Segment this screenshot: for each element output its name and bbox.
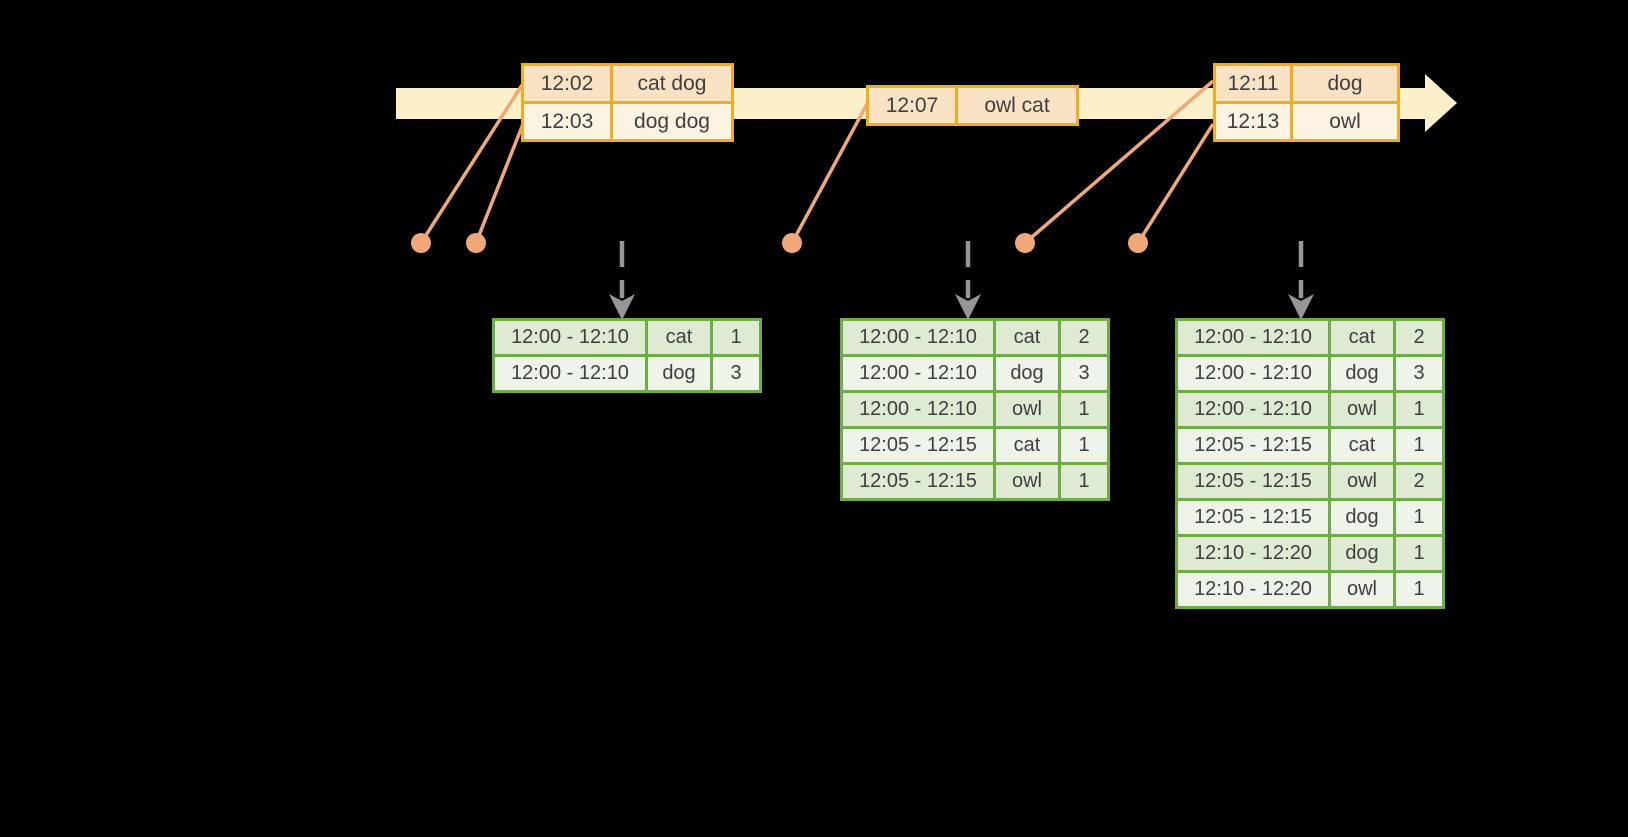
word-cell: cat bbox=[993, 318, 1061, 357]
connector-line bbox=[474, 123, 525, 244]
window-cell: 12:00 - 12:10 bbox=[1175, 354, 1331, 393]
result-row: 12:00 - 12:10 dog 3 bbox=[492, 354, 762, 393]
event-row: 12:11 dog bbox=[1213, 63, 1400, 104]
event-words-cell: dog bbox=[1290, 63, 1400, 104]
event-table-1211: 12:11 dog 12:13 owl bbox=[1213, 63, 1400, 142]
count-cell: 2 bbox=[1393, 318, 1445, 357]
event-words-cell: owl cat bbox=[955, 85, 1079, 126]
word-cell: dog bbox=[993, 354, 1061, 393]
event-dot bbox=[411, 233, 431, 253]
result-row: 12:00 - 12:10 cat 2 bbox=[840, 318, 1110, 357]
result-table-1: 12:00 - 12:10 cat 1 12:00 - 12:10 dog 3 bbox=[492, 318, 762, 393]
window-cell: 12:00 - 12:10 bbox=[840, 354, 996, 393]
event-row: 12:07 owl cat bbox=[866, 85, 1079, 126]
window-cell: 12:00 - 12:10 bbox=[840, 390, 996, 429]
result-row: 12:00 - 12:10 owl 1 bbox=[840, 390, 1110, 429]
word-cell: owl bbox=[1328, 390, 1396, 429]
window-cell: 12:05 - 12:15 bbox=[1175, 498, 1331, 537]
word-cell: dog bbox=[1328, 534, 1396, 573]
connector-line bbox=[1023, 79, 1215, 245]
result-row: 12:00 - 12:10 owl 1 bbox=[1175, 390, 1445, 429]
count-cell: 1 bbox=[1393, 498, 1445, 537]
word-cell: cat bbox=[993, 426, 1061, 465]
result-row: 12:10 - 12:20 dog 1 bbox=[1175, 534, 1445, 573]
result-row: 12:00 - 12:10 dog 3 bbox=[1175, 354, 1445, 393]
event-dot bbox=[466, 233, 486, 253]
count-cell: 1 bbox=[710, 318, 762, 357]
result-row: 12:00 - 12:10 cat 1 bbox=[492, 318, 762, 357]
result-row: 12:05 - 12:15 owl 1 bbox=[840, 462, 1110, 501]
count-cell: 1 bbox=[1058, 462, 1110, 501]
count-cell: 1 bbox=[1058, 426, 1110, 465]
window-cell: 12:05 - 12:15 bbox=[840, 426, 996, 465]
count-cell: 3 bbox=[1058, 354, 1110, 393]
trigger-arrowhead-icon bbox=[955, 294, 981, 320]
word-cell: cat bbox=[645, 318, 713, 357]
event-words-cell: cat dog bbox=[610, 63, 734, 104]
result-row: 12:05 - 12:15 cat 1 bbox=[840, 426, 1110, 465]
window-cell: 12:05 - 12:15 bbox=[840, 462, 996, 501]
event-words-cell: dog dog bbox=[610, 101, 734, 142]
event-table-1202: 12:02 cat dog 12:03 dog dog bbox=[521, 63, 734, 142]
result-row: 12:05 - 12:15 owl 2 bbox=[1175, 462, 1445, 501]
window-cell: 12:05 - 12:15 bbox=[1175, 426, 1331, 465]
result-row: 12:05 - 12:15 cat 1 bbox=[1175, 426, 1445, 465]
word-cell: owl bbox=[1328, 570, 1396, 609]
event-dot bbox=[1128, 233, 1148, 253]
trigger-arrowhead-icon bbox=[1288, 294, 1314, 320]
word-cell: dog bbox=[1328, 354, 1396, 393]
window-cell: 12:05 - 12:15 bbox=[1175, 462, 1331, 501]
word-cell: cat bbox=[1328, 426, 1396, 465]
event-row: 12:02 cat dog bbox=[521, 63, 734, 104]
connector-line bbox=[419, 84, 524, 244]
trigger-arrowhead-icon bbox=[609, 294, 635, 320]
event-time-cell: 12:11 bbox=[1213, 63, 1293, 104]
event-dot bbox=[782, 233, 802, 253]
count-cell: 3 bbox=[1393, 354, 1445, 393]
word-cell: dog bbox=[1328, 498, 1396, 537]
word-cell: owl bbox=[1328, 462, 1396, 501]
window-cell: 12:10 - 12:20 bbox=[1175, 534, 1331, 573]
count-cell: 1 bbox=[1058, 390, 1110, 429]
timeline-arrowhead-icon bbox=[1425, 74, 1457, 132]
connector-line bbox=[790, 103, 869, 244]
result-row: 12:00 - 12:10 cat 2 bbox=[1175, 318, 1445, 357]
count-cell: 1 bbox=[1393, 426, 1445, 465]
connector-line bbox=[1136, 123, 1215, 244]
window-cell: 12:00 - 12:10 bbox=[492, 354, 648, 393]
result-row: 12:00 - 12:10 dog 3 bbox=[840, 354, 1110, 393]
count-cell: 2 bbox=[1058, 318, 1110, 357]
event-row: 12:13 owl bbox=[1213, 101, 1400, 142]
event-time-cell: 12:03 bbox=[521, 101, 613, 142]
event-table-1207: 12:07 owl cat bbox=[866, 85, 1079, 126]
word-cell: owl bbox=[993, 390, 1061, 429]
result-table-2: 12:00 - 12:10 cat 2 12:00 - 12:10 dog 3 … bbox=[840, 318, 1110, 501]
event-time-cell: 12:13 bbox=[1213, 101, 1293, 142]
window-cell: 12:10 - 12:20 bbox=[1175, 570, 1331, 609]
event-row: 12:03 dog dog bbox=[521, 101, 734, 142]
event-words-cell: owl bbox=[1290, 101, 1400, 142]
event-dot bbox=[1015, 233, 1035, 253]
count-cell: 1 bbox=[1393, 534, 1445, 573]
window-cell: 12:00 - 12:10 bbox=[840, 318, 996, 357]
count-cell: 1 bbox=[1393, 390, 1445, 429]
word-cell: owl bbox=[993, 462, 1061, 501]
window-cell: 12:00 - 12:10 bbox=[1175, 390, 1331, 429]
result-row: 12:10 - 12:20 owl 1 bbox=[1175, 570, 1445, 609]
result-row: 12:05 - 12:15 dog 1 bbox=[1175, 498, 1445, 537]
window-cell: 12:00 - 12:10 bbox=[1175, 318, 1331, 357]
result-table-3: 12:00 - 12:10 cat 2 12:00 - 12:10 dog 3 … bbox=[1175, 318, 1445, 609]
count-cell: 3 bbox=[710, 354, 762, 393]
count-cell: 1 bbox=[1393, 570, 1445, 609]
word-cell: dog bbox=[645, 354, 713, 393]
count-cell: 2 bbox=[1393, 462, 1445, 501]
word-cell: cat bbox=[1328, 318, 1396, 357]
event-time-cell: 12:07 bbox=[866, 85, 958, 126]
window-cell: 12:00 - 12:10 bbox=[492, 318, 648, 357]
event-time-cell: 12:02 bbox=[521, 63, 613, 104]
